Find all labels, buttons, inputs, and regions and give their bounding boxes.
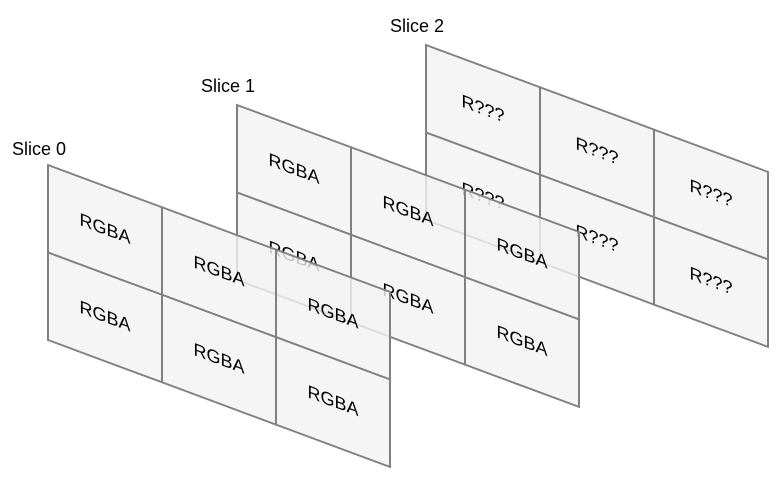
slice-label: Slice 2: [390, 16, 444, 36]
slice-cell: R???: [653, 215, 769, 349]
slice-cell: RGBA: [275, 335, 391, 469]
slice-cell: RGBA: [47, 251, 163, 384]
slice-cell: RGBA: [464, 275, 580, 409]
slice-label: Slice 1: [201, 76, 255, 96]
slice-label: Slice 0: [12, 139, 66, 159]
